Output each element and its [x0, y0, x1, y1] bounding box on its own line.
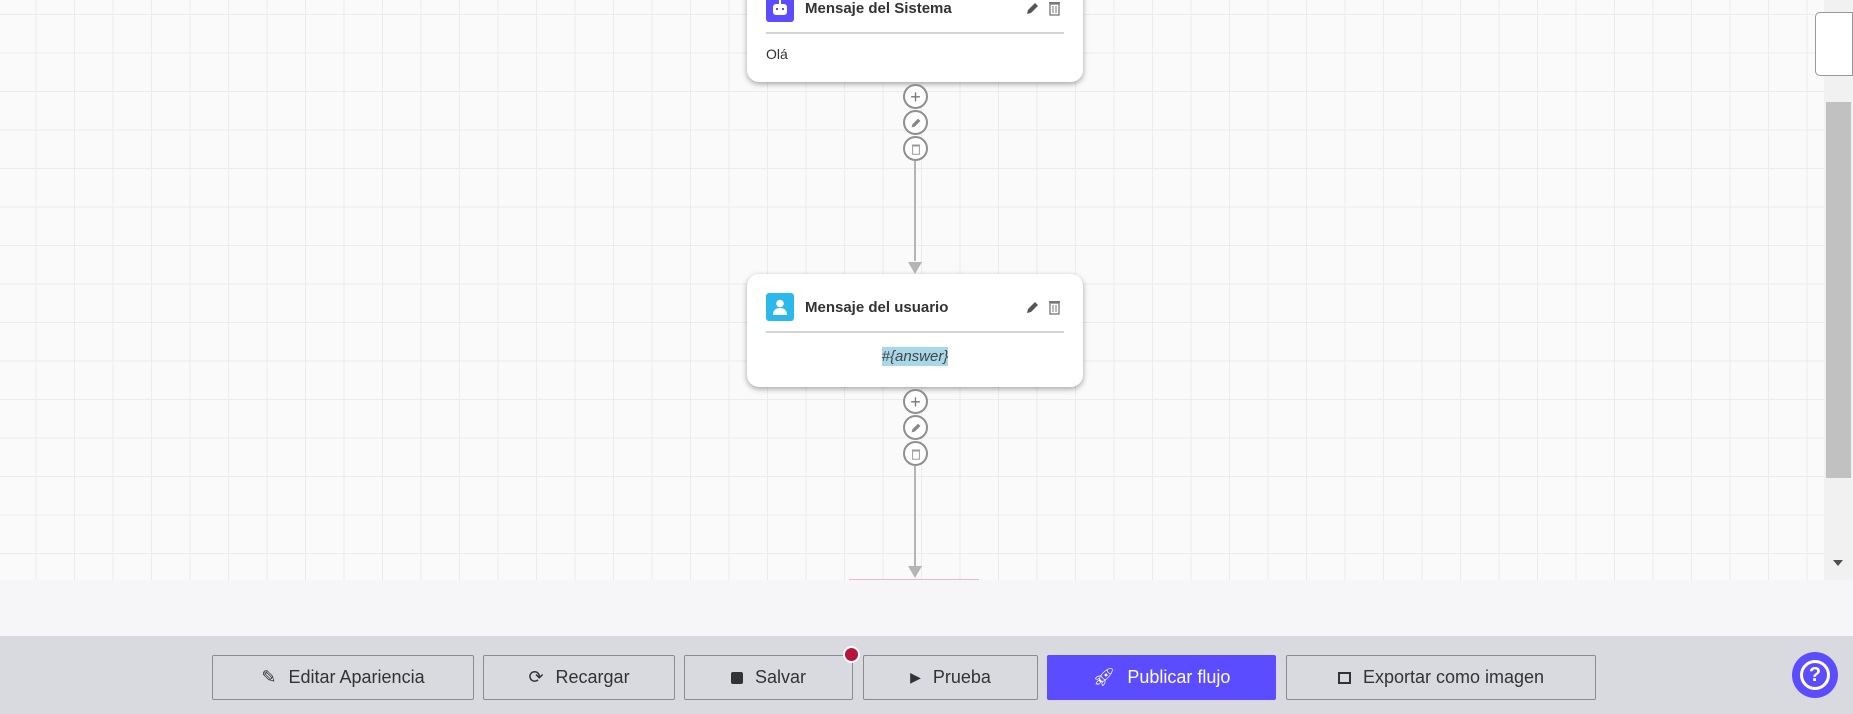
delete-connection-button[interactable] — [903, 441, 928, 466]
publish-flow-button[interactable]: 🚀︎ Publicar flujo — [1047, 655, 1276, 700]
arrow-head — [908, 262, 922, 274]
node-body-variable: #{answer} — [881, 347, 949, 366]
floppy-icon — [730, 671, 743, 684]
trash-icon[interactable] — [1044, 297, 1064, 317]
button-label: Exportar como imagen — [1362, 667, 1545, 687]
save-button[interactable]: Salvar — [684, 655, 853, 700]
trash-icon — [911, 144, 920, 155]
plus-icon: + — [910, 391, 921, 412]
pencil-icon[interactable] — [1022, 0, 1042, 18]
pencil-icon[interactable] — [1022, 297, 1042, 317]
user-icon — [766, 293, 794, 321]
test-button[interactable]: ▶ Prueba — [863, 655, 1038, 700]
add-node-button[interactable]: + — [903, 389, 928, 414]
arrow-head — [908, 566, 922, 578]
button-label: Prueba — [932, 667, 991, 687]
edit-connection-button[interactable] — [903, 110, 928, 135]
image-icon — [1337, 671, 1351, 684]
button-label: Recargar — [555, 667, 630, 687]
connector-line — [914, 161, 916, 261]
flow-canvas[interactable]: Mensaje del Sistema Olá + Mensaje del us… — [0, 0, 1824, 580]
pencil-icon — [911, 118, 920, 127]
edit-icon: ✎ — [261, 667, 277, 687]
edit-connection-button[interactable] — [903, 415, 928, 440]
button-label: Editar Apariencia — [288, 667, 425, 687]
node-body: Olá — [766, 46, 788, 62]
scrollbar-thumb[interactable] — [1826, 102, 1851, 478]
trash-icon[interactable] — [1044, 0, 1064, 18]
trash-icon — [911, 449, 920, 460]
node-user-message[interactable]: Mensaje del usuario #{answer} — [747, 274, 1083, 387]
add-node-button[interactable]: + — [903, 84, 928, 109]
robot-icon — [766, 0, 794, 22]
delete-connection-button[interactable] — [903, 136, 928, 161]
help-button[interactable]: ? — [1792, 652, 1838, 698]
button-label: Publicar flujo — [1127, 667, 1231, 687]
plus-icon: + — [910, 86, 921, 107]
refresh-icon: ⟳ — [528, 667, 544, 687]
node-system-message[interactable]: Mensaje del Sistema Olá — [747, 0, 1083, 82]
node-title: Mensaje del Sistema — [805, 0, 952, 17]
rocket-icon: 🚀︎ — [1092, 667, 1116, 687]
button-label: Salvar — [754, 667, 807, 687]
divider — [766, 331, 1064, 333]
connector-line — [914, 466, 916, 568]
reload-button[interactable]: ⟳ Recargar — [483, 655, 675, 700]
edit-appearance-button[interactable]: ✎ Editar Apariencia — [212, 655, 474, 700]
play-icon: ▶ — [910, 669, 921, 685]
question-icon: ? — [1800, 660, 1830, 690]
scroll-down-arrow-icon[interactable] — [1833, 560, 1843, 566]
bottom-toolbar: ✎ Editar Apariencia ⟳ Recargar Salvar ▶ Pru… — [0, 636, 1853, 714]
minimap-panel[interactable] — [1815, 12, 1853, 76]
divider — [766, 32, 1064, 34]
export-image-button[interactable]: Exportar como imagen — [1286, 655, 1596, 700]
unsaved-indicator — [843, 646, 860, 663]
node-title: Mensaje del usuario — [805, 298, 949, 316]
next-node-edge — [849, 579, 979, 580]
pencil-icon — [911, 423, 920, 432]
